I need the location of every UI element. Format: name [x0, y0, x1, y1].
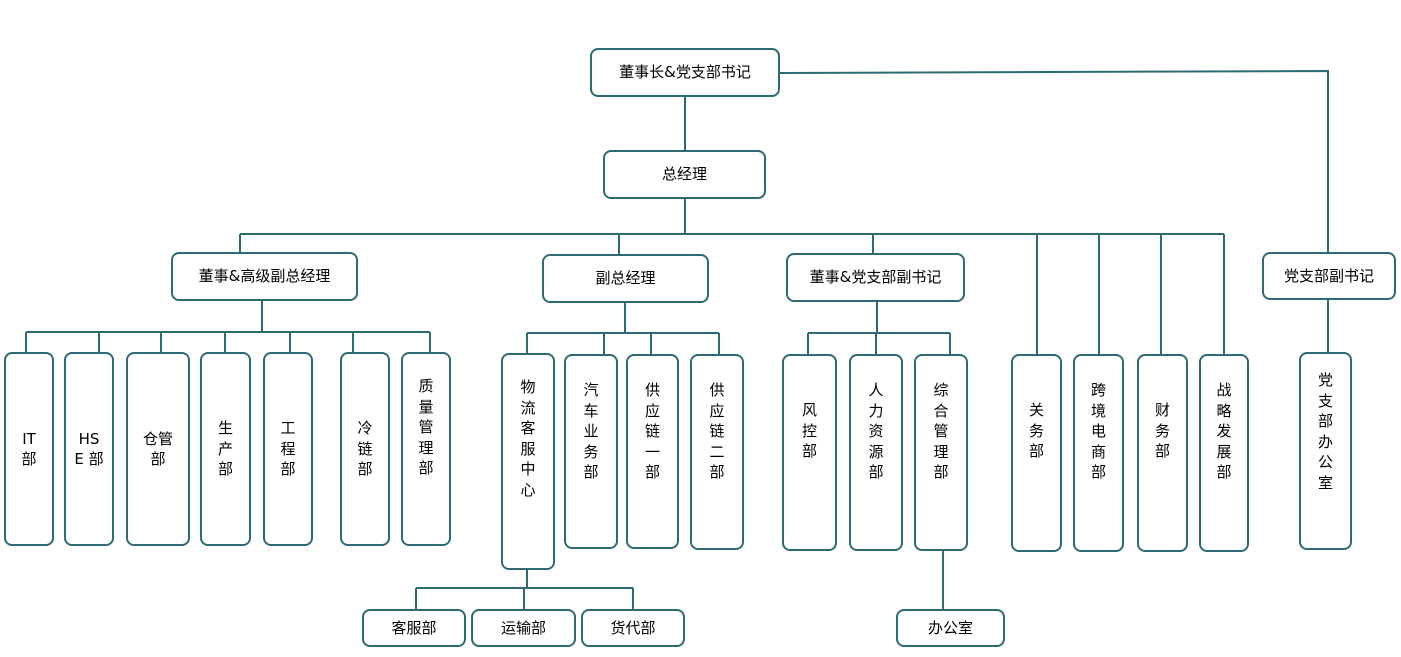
general-manager-box: 总经理	[603, 150, 766, 199]
director-svp-box: 董事&高级副总经理	[171, 252, 358, 301]
general-manager-label: 总经理	[661, 165, 707, 183]
dept-hse: HSE 部	[64, 352, 114, 546]
dept-label: 人力资源部	[868, 381, 884, 481]
dept-office: 办公室	[896, 609, 1005, 647]
chairman-box: 董事长&党支部书记	[590, 48, 780, 97]
dept-label: 财务部	[1155, 401, 1171, 460]
dept-strategic-development: 战略发展部	[1199, 354, 1249, 552]
vice-president-box: 副总经理	[542, 254, 709, 303]
dept-label: 冷链部	[357, 419, 373, 479]
dept-quality: 质量管理部	[401, 352, 451, 546]
dept-label: 供应链一部	[645, 381, 661, 481]
director-deputy-secretary-label: 董事&党支部副书记	[809, 268, 942, 286]
dept-logistics-cs-center: 物流客服中心	[501, 353, 555, 570]
dept-label: 工程部	[280, 419, 296, 479]
dept-label: 关务部	[1029, 401, 1045, 460]
dept-transport: 运输部	[471, 609, 576, 647]
dept-freight-forwarding: 货代部	[581, 609, 685, 647]
dept-label: 办公室	[927, 618, 973, 637]
dept-label: 跨境电商部	[1091, 381, 1107, 481]
dept-hr: 人力资源部	[849, 354, 903, 551]
dept-label: 供应链二部	[709, 381, 725, 481]
dept-label: 客服部	[391, 618, 437, 637]
chairman-label: 董事长&党支部书记	[619, 63, 751, 81]
dept-warehouse: 仓管部	[126, 352, 190, 546]
dept-finance: 财务部	[1137, 354, 1188, 552]
dept-label: 风控部	[802, 401, 818, 460]
dept-it: IT 部	[4, 352, 54, 546]
dept-label: 仓管部	[143, 429, 174, 469]
dept-cross-border-ecommerce: 跨境电商部	[1073, 354, 1124, 552]
vice-president-label: 副总经理	[595, 269, 656, 287]
dept-cold-chain: 冷链部	[340, 352, 390, 546]
director-deputy-secretary-box: 董事&党支部副书记	[786, 253, 965, 302]
dept-party-office: 党支部办公室	[1299, 352, 1352, 550]
dept-label: 运输部	[500, 618, 546, 637]
dept-label: 质量管理部	[418, 377, 434, 477]
dept-label: 生产部	[218, 419, 234, 479]
dept-label: 汽车业务部	[583, 381, 599, 481]
dept-customer-service: 客服部	[362, 609, 466, 647]
party-deputy-secretary-label: 党支部副书记	[1283, 266, 1374, 285]
dept-label: 战略发展部	[1216, 381, 1232, 481]
dept-supply-chain-1: 供应链一部	[626, 354, 679, 549]
dept-supply-chain-2: 供应链二部	[690, 354, 744, 550]
party-deputy-secretary-box: 党支部副书记	[1262, 252, 1396, 300]
director-svp-label: 董事&高级副总经理	[198, 267, 331, 285]
dept-label: HSE 部	[74, 429, 104, 469]
dept-label: 货代部	[610, 618, 656, 637]
dept-auto-business: 汽车业务部	[564, 354, 618, 549]
dept-label: IT 部	[21, 429, 37, 469]
dept-label: 综合管理部	[933, 381, 949, 481]
dept-engineering: 工程部	[263, 352, 313, 546]
dept-general-management: 综合管理部	[914, 354, 968, 551]
dept-label: 党支部办公室	[1318, 371, 1334, 492]
dept-customs: 关务部	[1011, 354, 1062, 552]
dept-risk-control: 风控部	[782, 354, 837, 551]
dept-label: 物流客服中心	[520, 378, 536, 499]
dept-production: 生产部	[200, 352, 251, 546]
